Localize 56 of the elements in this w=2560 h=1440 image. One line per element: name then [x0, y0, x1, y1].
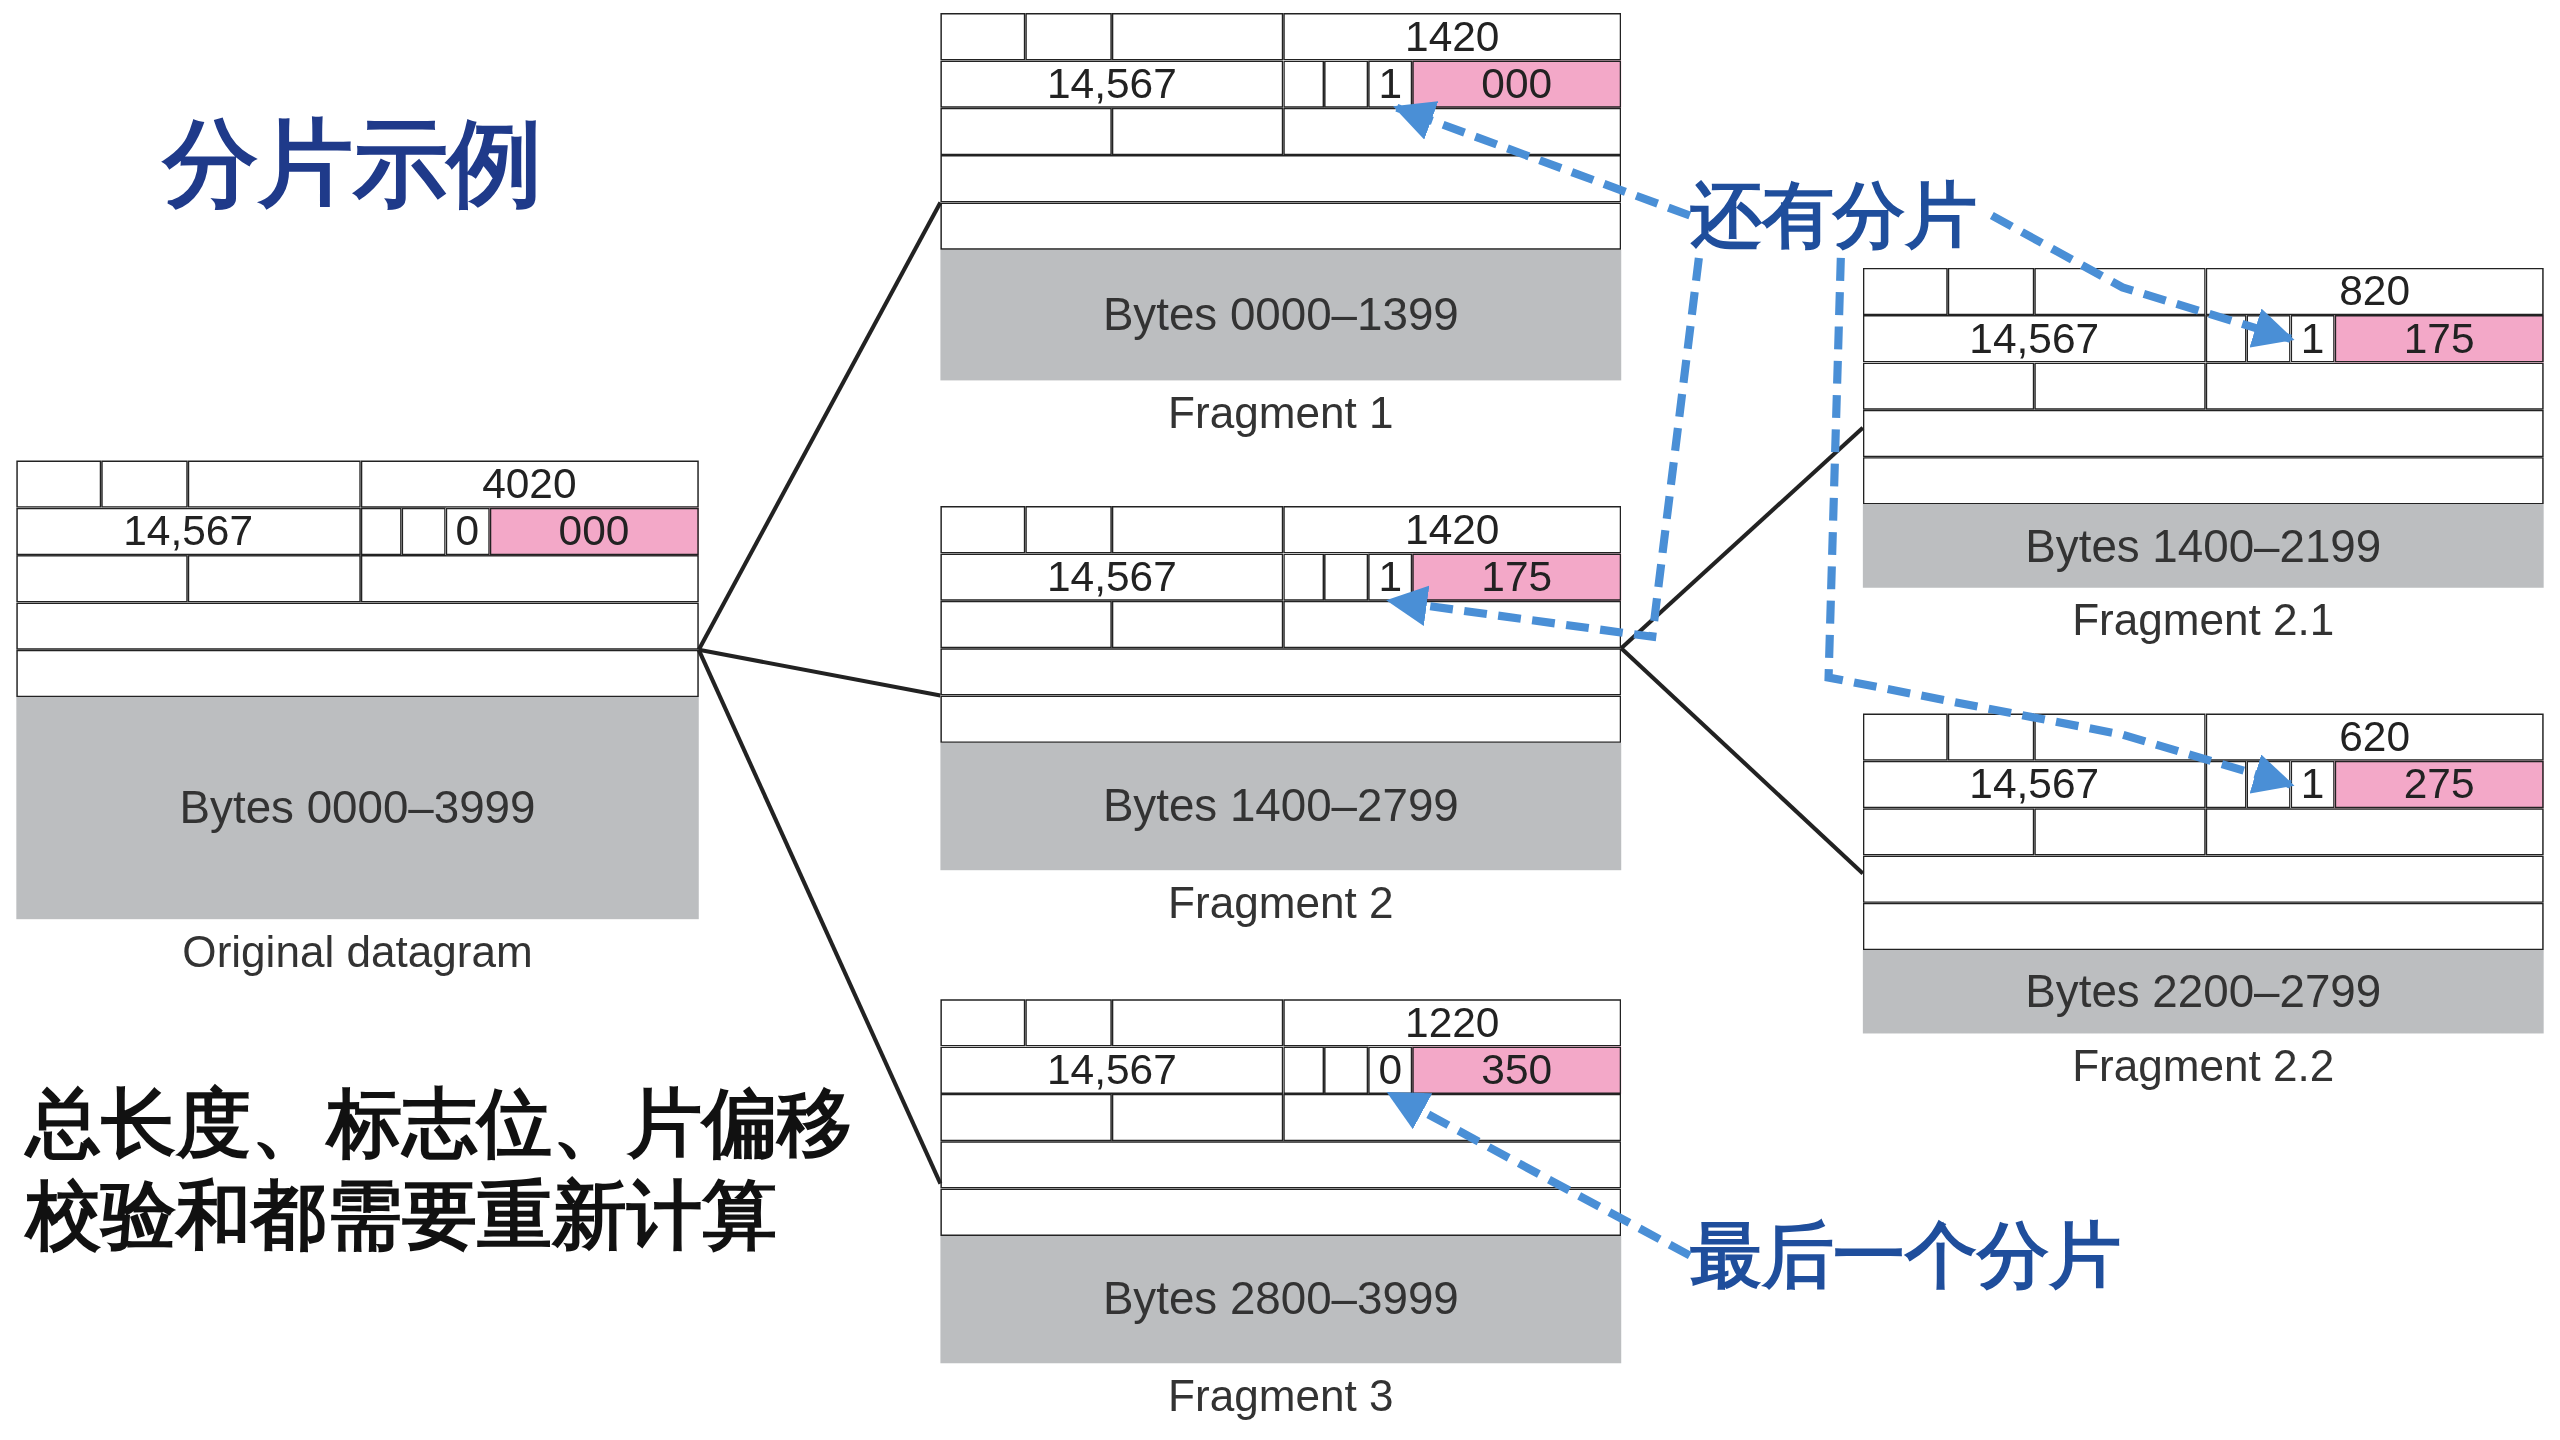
field-value: 1: [2290, 760, 2335, 809]
caption-text: Fragment 2.2: [2071, 1040, 2336, 1093]
field-value: 14,567: [940, 60, 1284, 108]
title: 分片示例: [163, 108, 543, 218]
connector-line: [1619, 646, 1865, 875]
caption-text: Fragment 2: [1167, 877, 1395, 929]
byte-range-label: Bytes 1400–2799: [1101, 779, 1460, 833]
datagram-block: [940, 506, 1622, 871]
field-value: 175: [1412, 553, 1622, 601]
connector-line: [696, 648, 943, 1185]
byte-range-label: Bytes 0000–1399: [1101, 288, 1460, 342]
byte-range-label: Bytes 0000–3999: [178, 781, 537, 835]
field-value: 14,567: [940, 553, 1284, 601]
field-value: 14,567: [1862, 315, 2206, 363]
connector-line: [1619, 426, 1865, 650]
note-text: 总长度、标志位、片偏移校验和都需要重新计算: [26, 1079, 854, 1260]
field-value: 0: [1368, 1046, 1413, 1094]
connector-line: [696, 201, 943, 651]
byte-range-label: Bytes 1400–2199: [2024, 519, 2383, 574]
field-value: 000: [1412, 60, 1622, 108]
arrow: [1393, 101, 1692, 220]
caption-text: Original datagram: [181, 926, 534, 978]
arrow: [1386, 1090, 1692, 1260]
datagram-block: [940, 999, 1622, 1364]
datagram-block: [16, 460, 699, 920]
field-value: 1420: [1283, 506, 1622, 554]
field-value: 620: [2205, 713, 2544, 761]
field-value: 350: [1412, 1046, 1622, 1094]
field-value: 000: [489, 507, 699, 556]
caption-text: Fragment 2.1: [2071, 594, 2336, 647]
field-value: 275: [2334, 760, 2544, 809]
callout-text: 最后一个分片: [1689, 1213, 2121, 1298]
field-value: 1: [1368, 553, 1413, 601]
caption-text: Fragment 1: [1167, 387, 1395, 440]
field-value: 14,567: [940, 1046, 1284, 1094]
field-value: 4020: [360, 460, 699, 508]
datagram-block: [1862, 713, 2544, 1034]
byte-range-label: Bytes 2800–3999: [1101, 1272, 1460, 1327]
field-value: 14,567: [1862, 760, 2206, 809]
arrow: [1989, 211, 2295, 348]
caption-text: Fragment 3: [1167, 1370, 1395, 1423]
field-value: 820: [2205, 267, 2544, 316]
callout-text: 还有分片: [1689, 173, 1978, 258]
field-value: 1: [1368, 60, 1413, 108]
datagram-block: [940, 13, 1622, 381]
field-value: 1220: [1283, 999, 1622, 1047]
field-value: 0: [445, 507, 490, 556]
byte-range-label: Bytes 2200–2799: [2024, 964, 2383, 1019]
field-value: 1: [2290, 315, 2335, 363]
field-value: 175: [2334, 315, 2544, 363]
arrow: [1824, 257, 2295, 794]
datagram-block: [1862, 267, 2544, 588]
field-value: 14,567: [16, 507, 360, 556]
arrow: [1386, 257, 1703, 642]
connector-line: [698, 647, 941, 698]
field-value: 1420: [1283, 13, 1622, 61]
